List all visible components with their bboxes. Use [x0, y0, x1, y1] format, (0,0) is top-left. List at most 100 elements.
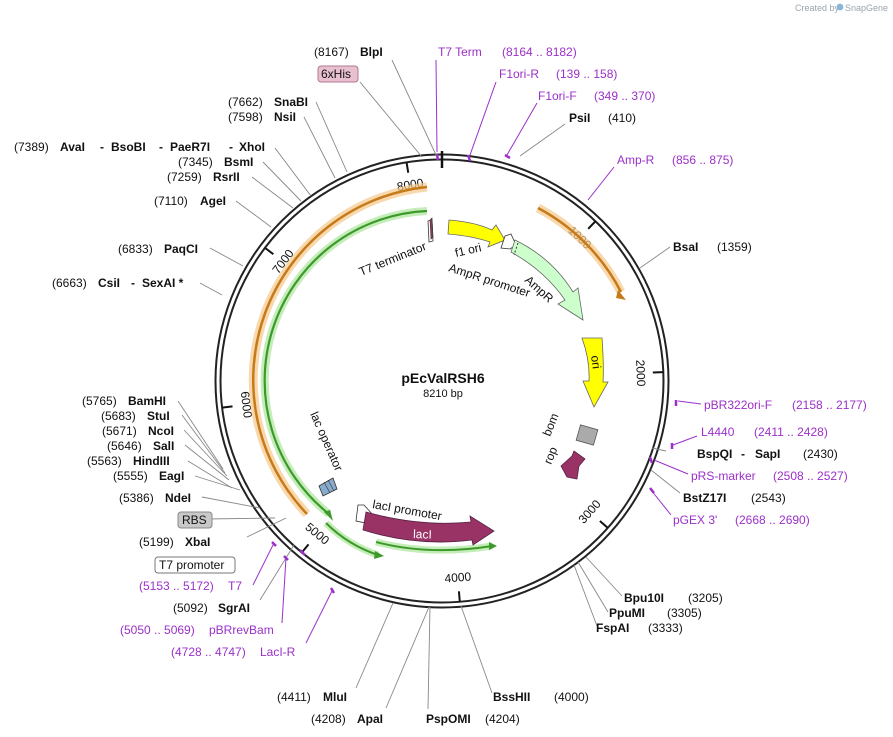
primer-pbrrevbam[interactable]: (5050 .. 5069)pBRrevBam: [120, 623, 274, 637]
leader-f1ori-r: [469, 81, 497, 156]
site-bstz17i[interactable]: BstZ17I(2543): [683, 491, 786, 505]
site-xbai[interactable]: (5199)XbaI: [139, 535, 210, 549]
ruler-tick-2000: 2000: [633, 359, 664, 387]
primer-name: pGEX 3': [673, 513, 717, 527]
site-name: HindIII: [133, 454, 170, 468]
site-stui[interactable]: (5683)StuI: [101, 409, 170, 423]
leader-6xhis: [359, 81, 423, 158]
orf-arc-small-1-arrowhead: [374, 551, 384, 559]
primer-laci-r[interactable]: (4728 .. 4747) LacI-R: [171, 645, 296, 659]
primer-range: (5050 .. 5069): [120, 623, 195, 637]
leader-mlui: [355, 602, 394, 689]
site-ndei[interactable]: (5386)NdeI: [119, 491, 191, 505]
primer-range: (4728 .. 4747): [171, 645, 246, 659]
site-csii-sexai[interactable]: (6663)CsiI-SexAI *: [52, 276, 184, 290]
primer-range: (139 .. 158): [556, 67, 617, 81]
site-name: RsrII: [213, 170, 240, 184]
site-psii[interactable]: PsiI(410): [569, 111, 636, 125]
site-name: NcoI: [148, 424, 174, 438]
leader-bsshii: [460, 605, 493, 694]
site-mlui[interactable]: (4411)MluI: [277, 690, 347, 704]
site-name: AgeI: [200, 194, 226, 208]
site-blpi[interactable]: (8167)BlpI: [314, 45, 383, 59]
site-snabi[interactable]: (7662)SnaBI: [228, 95, 308, 109]
site-fspai[interactable]: FspAI(3333): [596, 621, 683, 635]
primer-marks: [271, 153, 678, 594]
site-name: SnaBI: [274, 95, 308, 109]
mark-laci: [299, 549, 306, 556]
leader-pbr322ori-f: [677, 400, 702, 405]
site-name: SgrAI: [218, 601, 250, 615]
primer-pbr322ori-f[interactable]: pBR322ori-F(2158 .. 2177): [704, 398, 867, 412]
primer-name: LacI-R: [260, 645, 296, 659]
primer-f1ori-f[interactable]: F1ori-F(349 .. 370): [538, 89, 655, 103]
boxed-feature-rbs[interactable]: RBS: [177, 511, 213, 529]
site-ppumi[interactable]: PpuMI(3305): [609, 606, 702, 620]
site-labels: (8167)BlpI PsiI(410) BsaI(1359) BspQI-Sa…: [14, 45, 838, 726]
primer-pgex3[interactable]: pGEX 3'(2668 .. 2690): [673, 513, 810, 527]
orf-arc-left: [251, 185, 428, 515]
site-coord: (5765): [82, 394, 117, 408]
site-name: NdeI: [165, 491, 191, 505]
mark-pbrrevbam: [283, 555, 289, 561]
site-bsai[interactable]: BsaI(1359): [673, 240, 752, 254]
site-apai[interactable]: (4208)ApaI: [311, 712, 383, 726]
leader-prs-marker: [653, 459, 689, 475]
feature-ampr[interactable]: AmpR: [510, 239, 584, 321]
primer-f1ori-r[interactable]: F1ori-R(139 .. 158): [499, 67, 617, 81]
site-sali[interactable]: (5646)SalI: [107, 439, 174, 453]
site-rsrii[interactable]: (7259)RsrII: [167, 170, 240, 184]
site-name-alt: XhoI: [239, 140, 265, 154]
boxed-feature-t7-promoter[interactable]: T7 promoter: [154, 556, 236, 574]
feature-lac-operator[interactable]: lac operator: [307, 410, 346, 497]
primer-amp-r[interactable]: Amp-R(856 .. 875): [617, 153, 733, 167]
feature-laci[interactable]: lacI: [362, 511, 495, 546]
site-bsshii[interactable]: BssHII(4000): [493, 690, 589, 704]
leader-eagi: [194, 475, 241, 491]
primer-l4440[interactable]: L4440(2411 .. 2428): [701, 425, 828, 439]
primer-labels: T7 Term(8164 .. 8182) F1ori-R(139 .. 158…: [120, 45, 867, 659]
primer-prs-marker[interactable]: pRS-marker(2508 .. 2527): [691, 469, 848, 483]
site-hindiii[interactable]: (5563)HindIII: [87, 454, 170, 468]
site-coord: (4411): [277, 690, 311, 704]
leader-ndei: [201, 496, 261, 509]
site-coord: (410): [608, 111, 636, 125]
mark-t7: [271, 541, 277, 547]
site-ncoi[interactable]: (5671)NcoI: [102, 424, 174, 438]
feature-bom[interactable]: bom: [540, 411, 599, 446]
site-bamhi[interactable]: (5765)BamHI: [82, 394, 166, 408]
site-name-alt: PaeR7I: [170, 140, 210, 154]
site-separator: -: [159, 140, 163, 154]
site-eagi[interactable]: (5555)EagI: [113, 469, 184, 483]
leader-laci-r: [305, 588, 334, 644]
leader-paqci: [209, 247, 244, 267]
site-paqci[interactable]: (6833)PaqCI: [118, 242, 198, 256]
site-name: SalI: [153, 439, 174, 453]
site-sgrai[interactable]: (5092)SgrAI: [173, 601, 250, 615]
site-nsii[interactable]: (7598)NsiI: [228, 110, 296, 124]
site-pspomi[interactable]: PspOMI(4204): [426, 712, 520, 726]
primer-t7term[interactable]: T7 Term(8164 .. 8182): [438, 45, 577, 59]
feature-ori[interactable]: ori: [581, 337, 609, 408]
site-name: Bpu10I: [624, 591, 664, 605]
feature-rop[interactable]: rop: [541, 444, 586, 480]
site-name: BstZ17I: [683, 491, 726, 505]
site-bpu10i[interactable]: Bpu10I (3205): [624, 591, 723, 605]
t7-terminator-hairpin: [429, 217, 434, 240]
site-avai-group[interactable]: (7389)AvaI-BsoBI-PaeR7I-XhoI: [14, 140, 265, 154]
orf-arc-right-arrowhead: [616, 290, 626, 300]
site-coord: (3205): [688, 591, 723, 605]
primer-range: (349 .. 370): [594, 89, 655, 103]
primer-t7[interactable]: (5153 .. 5172)T7: [139, 579, 242, 593]
t7-terminator-label: T7 terminator: [357, 239, 428, 279]
site-agei[interactable]: (7110)AgeI: [154, 194, 226, 208]
feature-f1-ori[interactable]: f1 ori: [447, 219, 506, 260]
primer-range: (2411 .. 2428): [754, 425, 828, 439]
leader-l4440: [672, 435, 698, 446]
site-coord: (5683): [101, 409, 136, 423]
boxed-feature-6xhis[interactable]: 6xHis: [317, 65, 359, 83]
site-bspqi-sapi[interactable]: BspQI-SapI(2430): [697, 447, 838, 461]
ampr-promoter-label: AmpR promoter: [447, 261, 532, 300]
site-bsmi[interactable]: (7345)BsmI: [178, 155, 253, 169]
primer-name: pBR322ori-F: [704, 398, 772, 412]
